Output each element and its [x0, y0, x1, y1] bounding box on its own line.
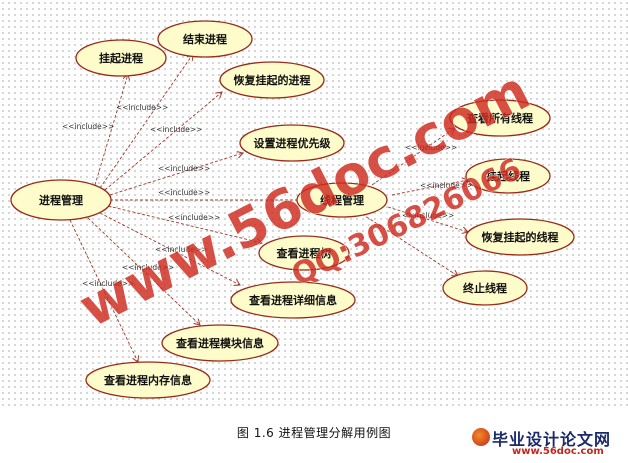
edges-thread-management	[361, 128, 468, 276]
include-label: <<include>>	[405, 143, 457, 152]
include-labels: <<include>> <<include>> <<include>> <<in…	[62, 103, 472, 288]
label-process-management: 进程管理	[39, 193, 83, 207]
use-case-set-priority: 设置进程优先级	[239, 124, 345, 162]
site-logo: 毕业设计论文网 www.56doc.com	[472, 426, 622, 460]
edge-to-suspend-process	[94, 74, 128, 186]
use-case-view-process-memory: 查看进程内存信息	[85, 361, 211, 399]
use-case-suspend-thread: 挂起线程	[465, 158, 551, 194]
use-case-suspend-process: 挂起进程	[75, 39, 167, 77]
edge-to-resume-process	[104, 92, 222, 191]
edge-to-view-tree	[107, 205, 262, 243]
edge-to-view-all-threads	[371, 128, 455, 186]
label-end-process: 结束进程	[182, 32, 227, 46]
label-view-process-memory: 查看进程内存信息	[104, 373, 192, 387]
logo-url: www.56doc.com	[512, 446, 604, 457]
use-case-process-management: 进程管理	[10, 179, 112, 221]
label-view-process-modules: 查看进程模块信息	[176, 336, 264, 350]
label-suspend-thread: 挂起线程	[486, 169, 530, 183]
logo-title: 毕业设计论文网	[492, 430, 612, 449]
use-case-view-process-tree: 查看进程树	[258, 235, 350, 271]
include-label: <<include>>	[155, 245, 207, 254]
include-label: <<include>>	[122, 263, 174, 272]
include-label: <<include>>	[168, 213, 220, 222]
edges-process-management	[69, 54, 308, 362]
label-view-process-tree: 查看进程树	[277, 246, 332, 260]
edge-to-terminate-thread	[361, 213, 458, 276]
include-label: <<include>>	[82, 279, 134, 288]
use-case-view-process-details: 查看进程详细信息	[230, 281, 356, 319]
include-label: <<include>>	[116, 103, 168, 112]
use-case-view-process-modules: 查看进程模块信息	[161, 324, 279, 362]
label-set-priority: 设置进程优先级	[254, 136, 332, 150]
logo-mark-icon	[472, 428, 490, 446]
edge-to-end-process	[99, 54, 193, 189]
include-label: <<include>>	[402, 211, 454, 220]
label-thread-management: 线程管理	[320, 193, 364, 207]
use-case-resume-suspended-process: 恢复挂起的进程	[219, 61, 325, 99]
edge-to-resume-thread	[387, 206, 468, 232]
label-view-all-threads: 查看所有线程	[467, 111, 533, 125]
include-label: <<include>>	[158, 164, 210, 173]
figure-caption: 图 1.6 进程管理分解用例图	[236, 426, 392, 440]
edge-to-suspend-thread	[391, 180, 468, 196]
use-case-terminate-thread: 终止线程	[442, 270, 528, 306]
label-terminate-thread: 终止线程	[463, 281, 507, 295]
label-suspend-process: 挂起进程	[99, 51, 143, 65]
label-resume-thread: 恢复挂起的线程	[482, 230, 559, 244]
include-label: <<include>>	[420, 181, 472, 190]
edge-to-set-priority	[109, 153, 243, 196]
include-label: <<include>>	[150, 125, 202, 134]
label-resume-suspended-process: 恢复挂起的进程	[234, 73, 311, 87]
edge-to-view-modules	[87, 217, 200, 325]
edge-to-view-details	[99, 212, 240, 285]
include-label: <<include>>	[62, 122, 114, 131]
label-view-process-details: 查看进程详细信息	[249, 293, 337, 307]
use-case-thread-management: 线程管理	[296, 182, 388, 218]
use-case-end-process: 结束进程	[157, 20, 253, 58]
use-case-view-all-threads: 查看所有线程	[449, 99, 551, 137]
use-case-resume-thread: 恢复挂起的线程	[465, 218, 575, 256]
diagram-canvas: <<include>> <<include>> <<include>> <<in…	[0, 0, 628, 410]
include-label: <<include>>	[158, 188, 210, 197]
use-case-diagram: <<include>> <<include>> <<include>> <<in…	[10, 20, 575, 399]
edge-to-view-memory	[69, 219, 138, 362]
